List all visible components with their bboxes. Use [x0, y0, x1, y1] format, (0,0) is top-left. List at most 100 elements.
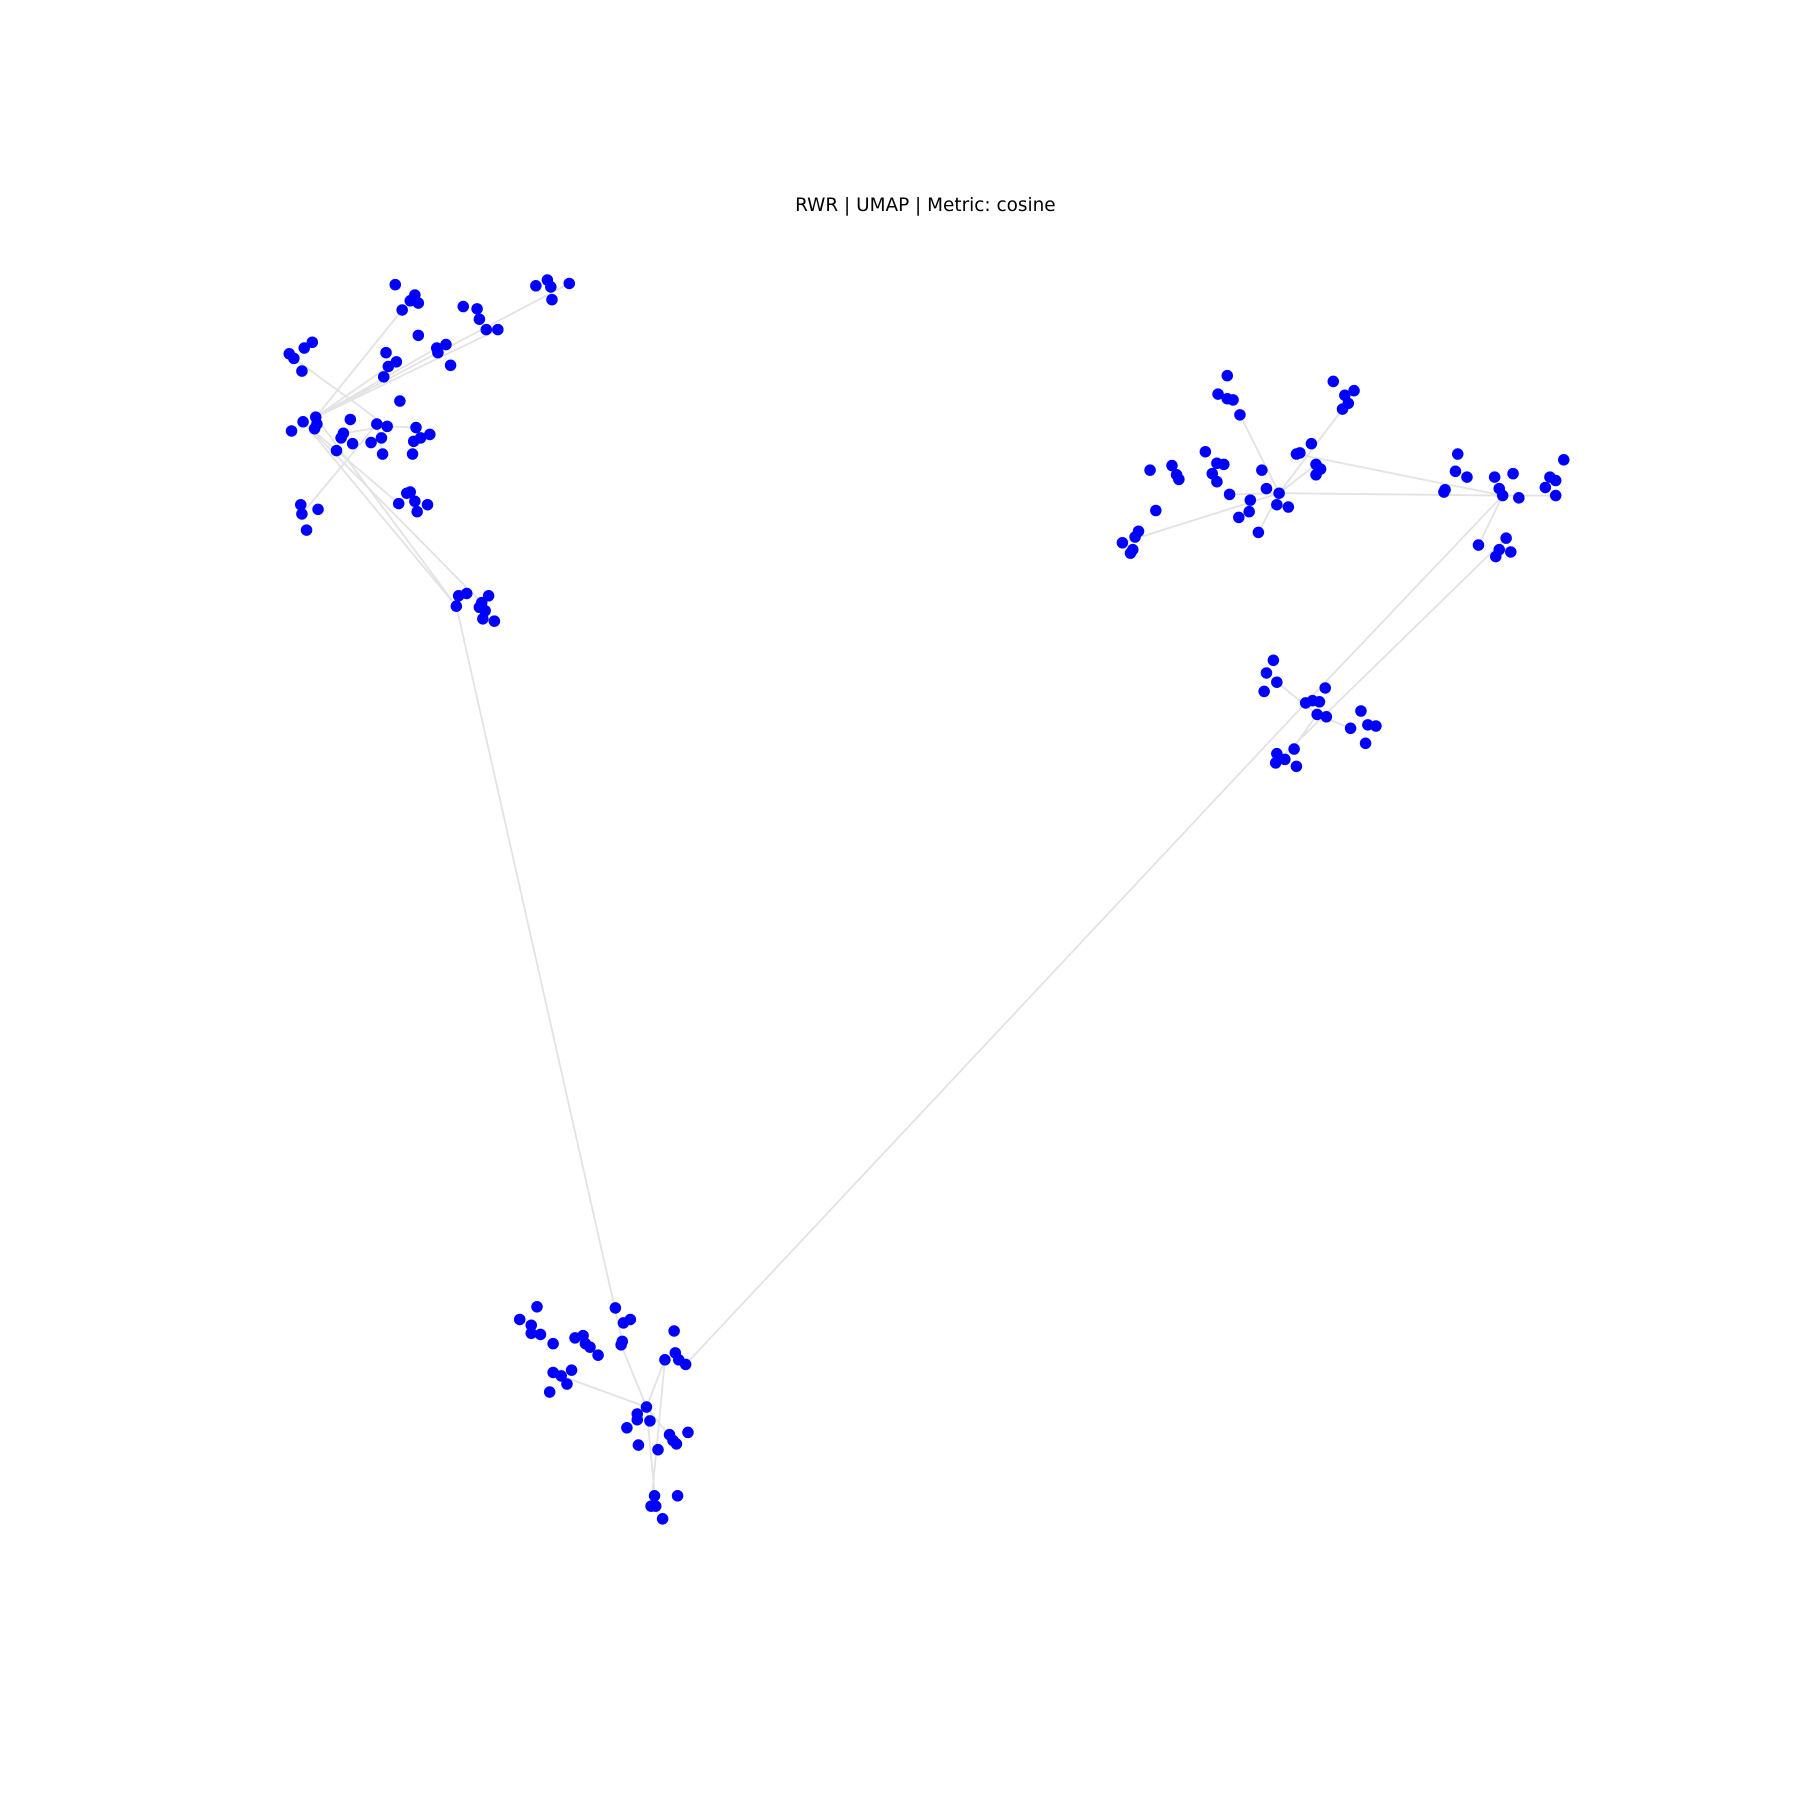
graph-node [1227, 394, 1239, 406]
graph-node [545, 281, 557, 293]
graph-node [1513, 492, 1525, 504]
graph-node [346, 437, 359, 450]
graph-node [377, 371, 390, 383]
graph-node [1472, 539, 1485, 551]
graph-node [382, 360, 395, 373]
graph-node [531, 1301, 543, 1313]
graph-node [477, 613, 489, 625]
graph-node [1212, 388, 1224, 400]
graph-node [1150, 504, 1162, 517]
graph-edge [645, 1358, 666, 1408]
edges-layer [292, 282, 1557, 1508]
graph-node [285, 425, 298, 437]
graph-node [440, 338, 452, 351]
graph-node [1504, 546, 1517, 558]
graph-node [525, 1327, 538, 1340]
graph-node [1488, 471, 1501, 483]
graph-node [394, 395, 406, 407]
graph-node [609, 1302, 622, 1314]
graph-node [1348, 384, 1360, 397]
graph-edge [314, 347, 438, 419]
graph-edge [314, 309, 404, 419]
graph-node [450, 600, 463, 612]
graph-node [410, 421, 422, 434]
graph-node [1271, 498, 1283, 511]
graph-node [296, 365, 308, 377]
graph-node [295, 498, 307, 511]
graph-node [617, 1317, 630, 1329]
graph-node [530, 280, 542, 292]
graph-node [1319, 682, 1331, 694]
graph-node [563, 277, 576, 290]
graph-node [679, 1358, 692, 1371]
graph-node [1370, 720, 1382, 732]
graph-node [298, 342, 310, 354]
graph-node [457, 300, 470, 313]
graph-node [555, 1370, 567, 1382]
graph-node [1218, 458, 1230, 471]
graph-node [1260, 482, 1273, 495]
graph-node [311, 418, 323, 430]
graph-node [482, 590, 495, 602]
graph-node [1271, 747, 1283, 760]
graph-node [1267, 654, 1280, 667]
graph-node [1116, 537, 1129, 549]
graph-node [492, 323, 504, 336]
graph-edge [1228, 492, 1281, 496]
graph-edge [620, 1343, 648, 1408]
graph-node [1500, 532, 1512, 544]
graph-node [411, 505, 423, 518]
graph-node [488, 615, 501, 627]
graph-node [543, 1386, 556, 1398]
graph-node [480, 323, 493, 336]
graph-edge [1295, 453, 1504, 497]
graph-node [1127, 543, 1139, 556]
graph-node [1359, 737, 1372, 750]
graph-node [381, 420, 393, 433]
graph-node [1260, 667, 1273, 679]
graph-node [473, 313, 486, 325]
graph-node [1258, 685, 1270, 698]
graph-node [297, 416, 309, 428]
graph-edge [314, 328, 499, 419]
graph-node [670, 1438, 683, 1450]
graph-node [1336, 403, 1349, 415]
graph-node [1294, 447, 1306, 459]
graph-node [652, 1443, 664, 1456]
graph-node [1507, 467, 1519, 480]
graph-node [1320, 711, 1333, 723]
graph-node [460, 587, 473, 600]
graph-node [288, 352, 300, 365]
graph-edge [292, 357, 389, 428]
graph-node [430, 342, 443, 354]
graph-edge [1239, 413, 1281, 495]
graph-node [615, 1339, 627, 1351]
graph-node [644, 1415, 656, 1427]
graph-node [546, 293, 558, 306]
graph-node [1539, 481, 1552, 494]
graph-edge-bridge [455, 605, 624, 1343]
graph-edge [314, 365, 390, 419]
graph-node [659, 1354, 671, 1366]
graph-node [1558, 454, 1570, 466]
graph-node [656, 1513, 669, 1525]
graph-node [632, 1439, 645, 1451]
graph-node [1173, 473, 1185, 486]
graph-node [592, 1349, 604, 1361]
graph-node [671, 1490, 684, 1502]
graph-edge [650, 1358, 666, 1508]
graph-node [668, 1325, 680, 1337]
graph-node [1244, 494, 1257, 506]
graph-node [300, 524, 313, 536]
graph-node [640, 1401, 653, 1413]
graph-node [1166, 459, 1178, 472]
graph-edge [1278, 492, 1504, 497]
graph-edge-bridge [302, 420, 458, 608]
graph-node [1496, 489, 1509, 502]
graph-node [365, 436, 377, 449]
graph-node [1269, 757, 1282, 769]
graph-edge [1477, 494, 1504, 546]
graph-node [306, 336, 319, 349]
graph-node [375, 432, 388, 444]
